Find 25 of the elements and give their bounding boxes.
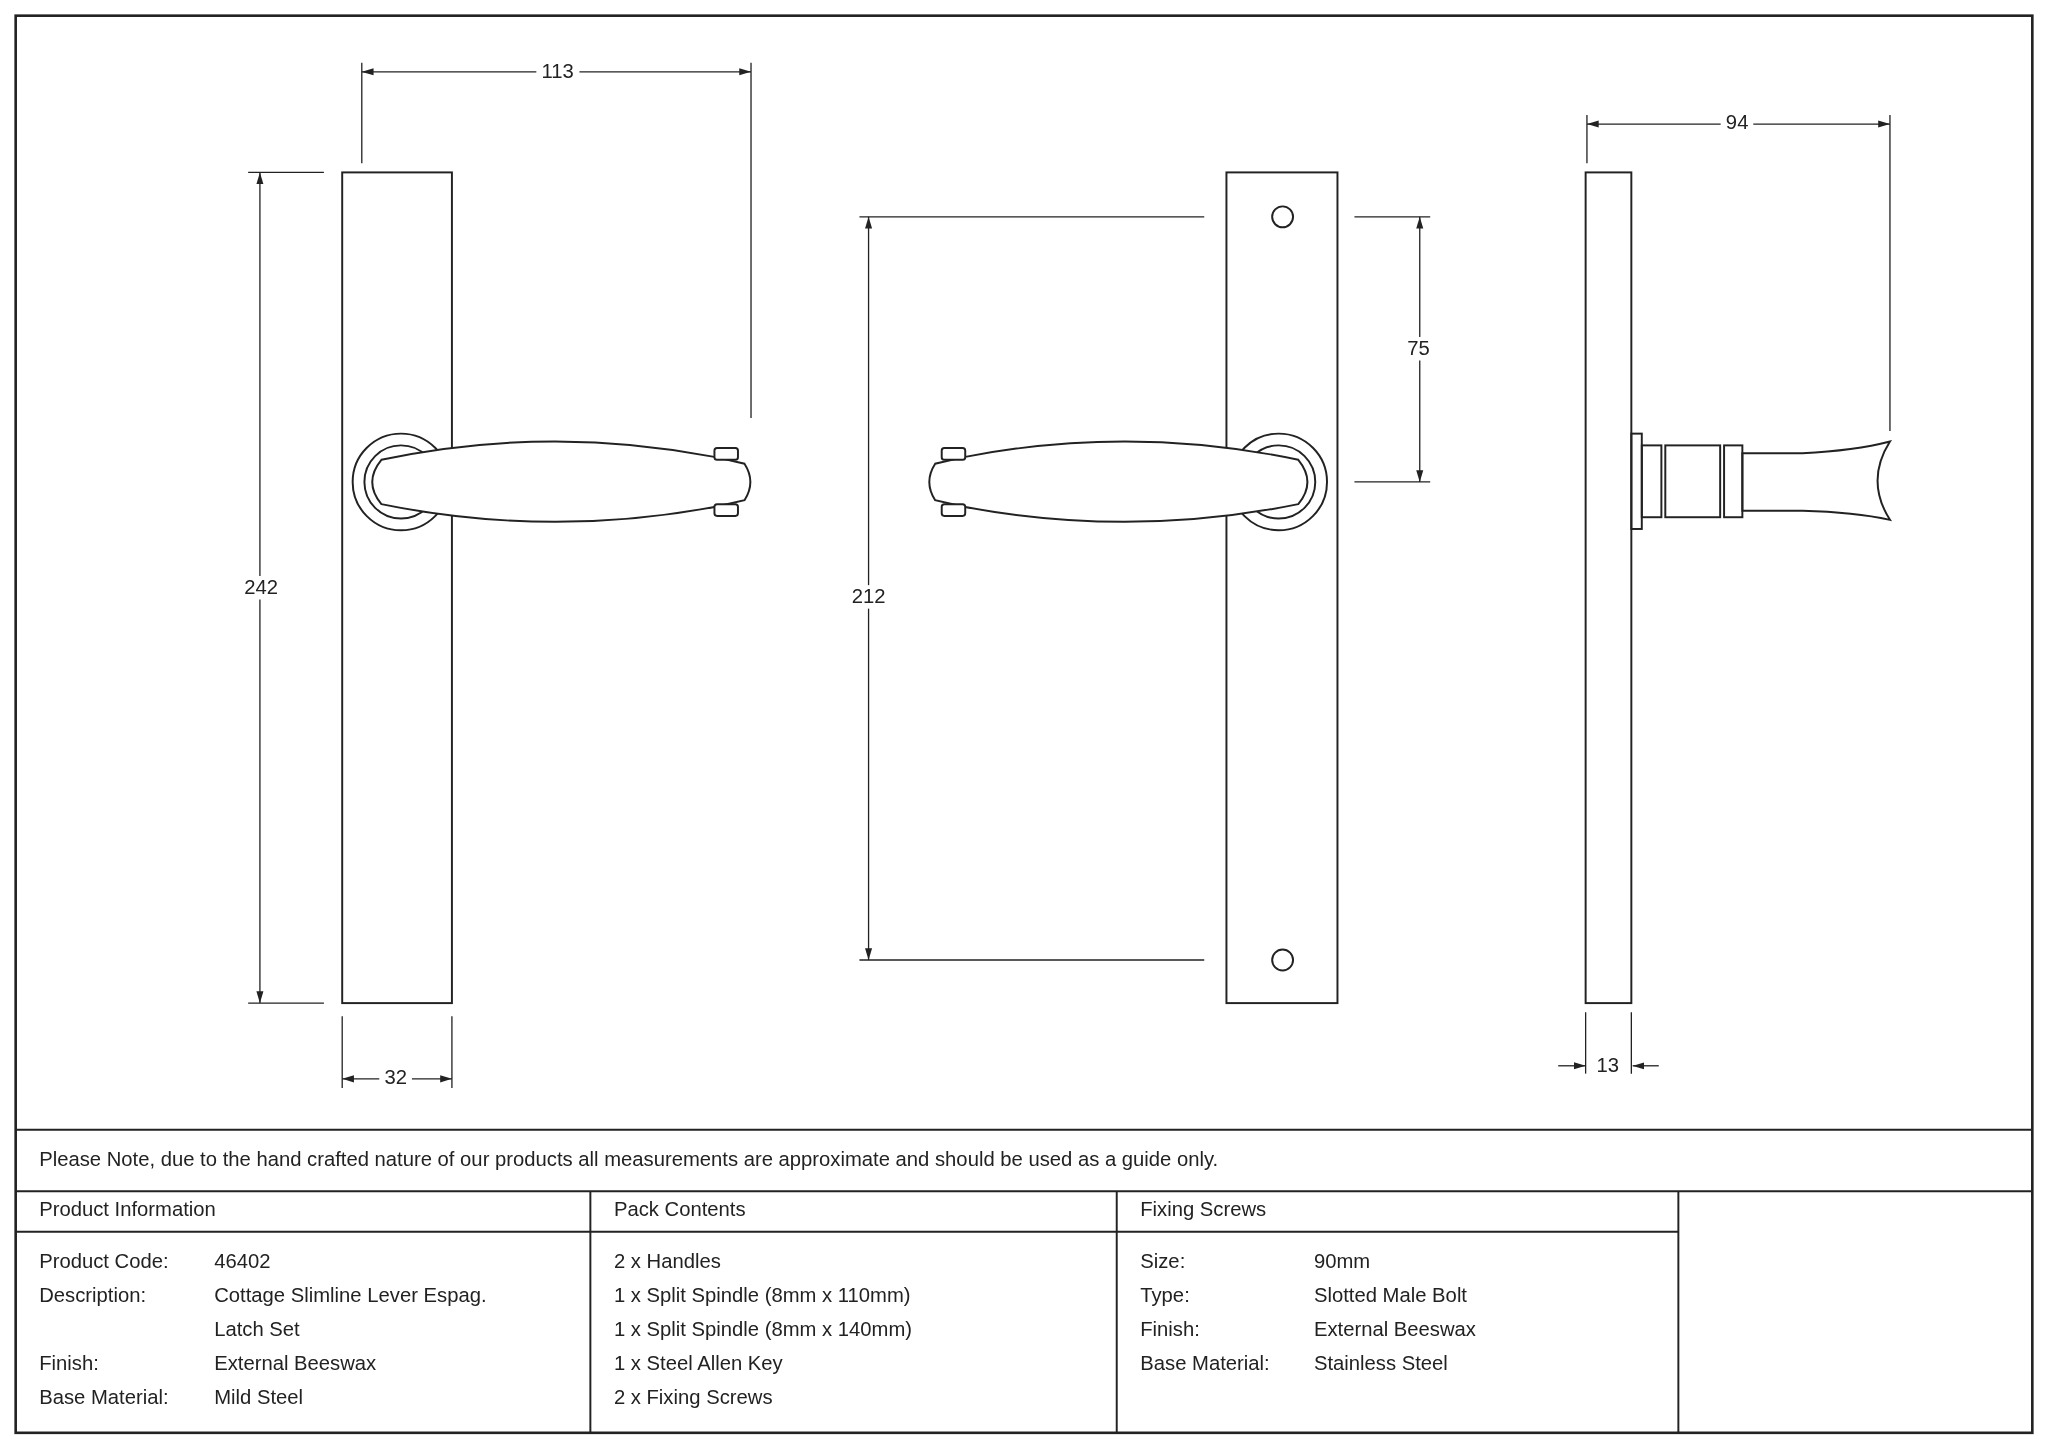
column-header: Pack Contents — [613, 1196, 746, 1222]
field-label: Description: — [39, 1282, 147, 1309]
field-label: Finish: — [39, 1350, 99, 1377]
note-text: Please Note, due to the hand crafted nature of our products all measurements are approximate and should be used as a guide only. — [39, 1147, 1219, 1173]
field-value: Cottage Slimline Lever Espag. Latch Set — [214, 1282, 488, 1343]
list-item: 1 x Steel Allen Key — [613, 1350, 783, 1377]
list-item: 2 x Fixing Screws — [613, 1384, 773, 1410]
field-value: 90mm — [1313, 1248, 1371, 1275]
field-label: Size: — [1140, 1248, 1186, 1275]
field-value: Mild Steel — [214, 1384, 304, 1410]
field-label: Base Material: — [39, 1384, 169, 1410]
list-item: 2 x Handles — [613, 1248, 721, 1275]
list-item: 1 x Split Spindle (8mm x 140mm) — [613, 1316, 913, 1343]
field-value: External Beeswax — [214, 1350, 377, 1377]
field-label: Product Code: — [39, 1248, 169, 1275]
field-label: Base Material: — [1140, 1350, 1270, 1377]
field-label: Finish: — [1140, 1316, 1200, 1343]
field-value: External Beeswax — [1313, 1316, 1476, 1343]
field-value: Stainless Steel — [1313, 1350, 1448, 1377]
field-value: 46402 — [214, 1248, 271, 1275]
column-header: Fixing Screws — [1140, 1196, 1267, 1222]
column-header: Product Information — [39, 1196, 216, 1222]
list-item: 1 x Split Spindle (8mm x 110mm) — [613, 1282, 911, 1309]
field-label: Type: — [1140, 1282, 1190, 1309]
field-value: Slotted Male Bolt — [1313, 1282, 1467, 1309]
